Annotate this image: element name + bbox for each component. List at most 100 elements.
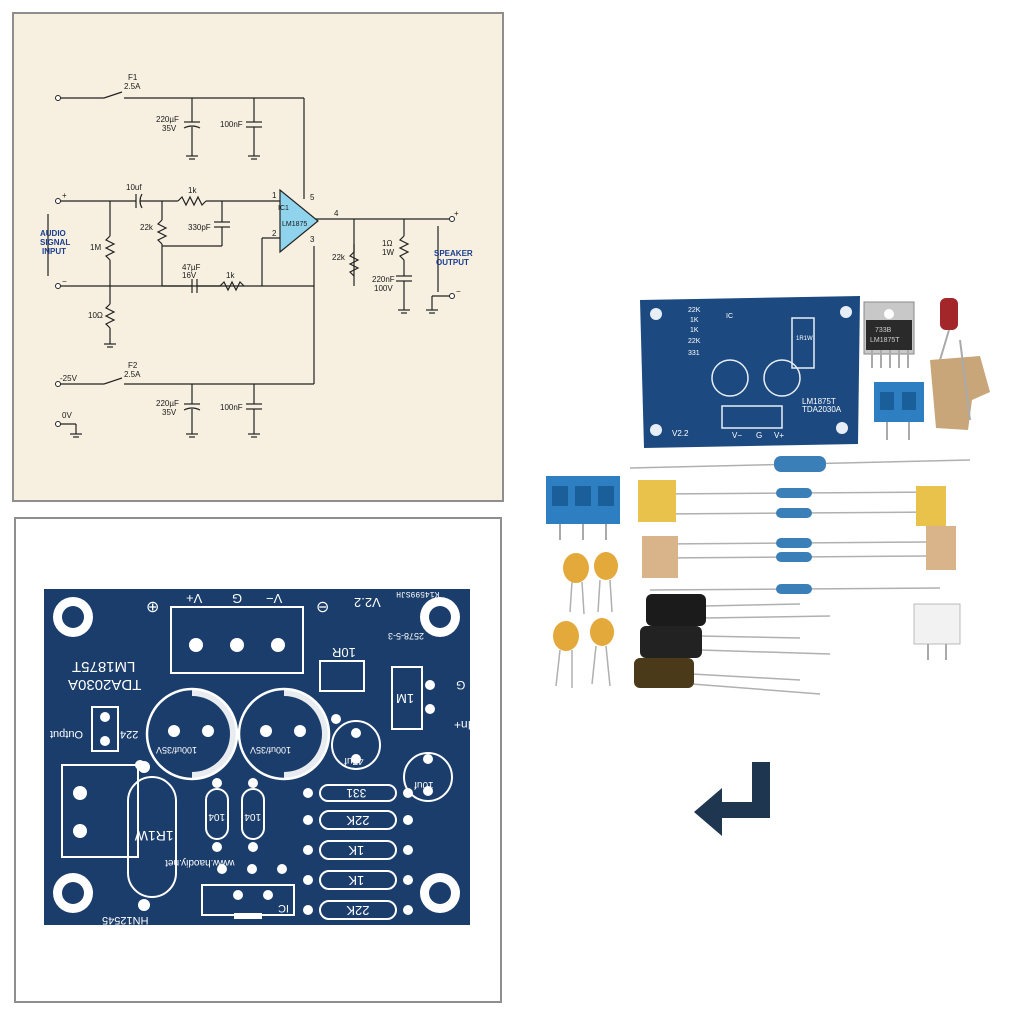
label-220n: 220nF bbox=[372, 275, 395, 284]
pcb-panel: ⊕ ⊖ V+ G V− V2.2 K14599SJH LM1875T TDA20… bbox=[14, 517, 502, 1003]
ic-symbol bbox=[279, 188, 319, 254]
pcb-vplus: V+ bbox=[186, 591, 202, 606]
kit-ceramic-caps bbox=[553, 552, 618, 651]
label-1m: 1M bbox=[90, 243, 101, 252]
label-f1-rating: 2.5A bbox=[124, 82, 141, 91]
label-330p: 330pF bbox=[188, 223, 211, 232]
pcb-r10r: 10R bbox=[332, 645, 356, 660]
label-pin5: 5 bbox=[310, 193, 315, 202]
kit-ic-marking: LM1875T bbox=[870, 337, 900, 344]
label-audio-2: SIGNAL bbox=[40, 238, 70, 247]
pcb-ic-label: IC bbox=[278, 902, 289, 914]
kit-white-connector bbox=[913, 603, 961, 645]
label-pin4: 4 bbox=[334, 209, 339, 218]
label-22k-in: 22k bbox=[140, 223, 154, 232]
pcb-code: K14599SJH bbox=[396, 589, 439, 598]
kit-label-ic: IC bbox=[726, 313, 733, 320]
pcb-date: 2578-5-3 bbox=[388, 631, 424, 641]
pcb-r224: 224 bbox=[120, 728, 138, 740]
pcb-g: G bbox=[232, 591, 242, 606]
label-f2: F2 bbox=[128, 361, 138, 370]
label-35v-bottom: 35V bbox=[162, 408, 177, 417]
label-speaker-1: SPEAKER bbox=[434, 249, 473, 258]
label-speaker-2: OUTPUT bbox=[436, 258, 469, 267]
pcb-c10: 10uf bbox=[414, 779, 434, 790]
kit-label-1r1w: 1R1W bbox=[796, 336, 813, 342]
kit-ic-code: 733B bbox=[875, 327, 892, 334]
label-100v: 100V bbox=[374, 284, 393, 293]
pcb-output: Output bbox=[50, 728, 83, 740]
label-neg-supply: -25V bbox=[60, 374, 78, 383]
label-ic-part: LM1875 bbox=[282, 221, 307, 228]
pcb-in-plus: In+ bbox=[454, 718, 471, 732]
pcb-minus: ⊖ bbox=[316, 598, 329, 615]
pcb-r22k-a: 22K bbox=[346, 813, 369, 828]
pcb-cap1: 100uf/35V bbox=[156, 745, 197, 755]
label-f2-rating: 2.5A bbox=[124, 370, 141, 379]
kit-label-1k-b: 1K bbox=[690, 327, 699, 334]
kit-pcb bbox=[640, 296, 860, 448]
kit-label-v22: V2.2 bbox=[672, 429, 689, 438]
label-audio-3: INPUT bbox=[42, 247, 66, 256]
pcb-r1k-b: 1K bbox=[348, 873, 364, 888]
pcb-r22k-b: 22K bbox=[346, 903, 369, 918]
label-22k-out: 22k bbox=[332, 253, 346, 262]
pcb-vminus: V− bbox=[266, 591, 282, 606]
pcb-c104b: 104 bbox=[244, 811, 261, 822]
pcb-r331: 331 bbox=[346, 786, 366, 800]
label-1k-fb: 1k bbox=[226, 271, 235, 280]
pcb-ic-name1: LM1875T bbox=[72, 658, 135, 675]
schematic-panel: F1 2.5A 220µF 35V 100nF 10uf 1k 22k 330p… bbox=[12, 12, 504, 502]
kit-tape-piece bbox=[930, 356, 990, 430]
kit-ic-tab bbox=[863, 301, 915, 355]
kit-label-tda2030a: TDA2030A bbox=[802, 405, 842, 414]
kit-power-resistor bbox=[940, 298, 958, 330]
kit-label-lm1875t: LM1875T bbox=[802, 397, 836, 406]
label-ic-ref: IC1 bbox=[278, 205, 289, 212]
kit-label-vminus: V− bbox=[732, 431, 742, 440]
pcb-ic-name2: TDA2030A bbox=[68, 676, 141, 693]
label-out-minus: − bbox=[456, 287, 461, 296]
label-in-plus: + bbox=[62, 191, 67, 200]
pcb-c104a: 104 bbox=[208, 811, 225, 822]
label-10ohm: 10Ω bbox=[88, 311, 103, 320]
label-16v: 16V bbox=[182, 271, 197, 280]
pcb-website: www.haodiy.net bbox=[165, 857, 236, 868]
kit-label-vplus: V+ bbox=[774, 431, 784, 440]
pcb-c47: 47uf bbox=[344, 755, 364, 766]
kit-label-22k-b: 22K bbox=[688, 338, 701, 345]
label-pin2: 2 bbox=[272, 229, 277, 238]
label-audio-1: AUDIO bbox=[40, 229, 66, 238]
label-35v-top: 35V bbox=[162, 124, 177, 133]
pcb-r1r1w: 1R1W bbox=[134, 828, 174, 844]
kit-label-g: G bbox=[756, 431, 762, 440]
pcb-board-id: HN12545 bbox=[102, 914, 148, 926]
label-f1: F1 bbox=[128, 73, 138, 82]
label-47u: 47µF bbox=[182, 263, 201, 272]
label-100n-top: 100nF bbox=[220, 120, 243, 129]
label-1k-top: 1k bbox=[188, 186, 197, 195]
kit-electrolytic-caps bbox=[634, 594, 706, 688]
label-pin1: 1 bbox=[272, 191, 277, 200]
pcb-in-g: G bbox=[456, 678, 465, 692]
kit-label-1k-a: 1K bbox=[690, 317, 699, 324]
kit-terminal-2pin bbox=[874, 382, 924, 422]
pcb-r1m: 1M bbox=[396, 691, 414, 706]
pcb-r1k-a: 1K bbox=[348, 843, 364, 858]
label-out-plus: + bbox=[454, 209, 459, 218]
pcb-version: V2.2 bbox=[354, 595, 381, 610]
schematic-diagram: F1 2.5A 220µF 35V 100nF 10uf 1k 22k 330p… bbox=[40, 73, 473, 438]
kit-terminal-3pin bbox=[546, 476, 620, 524]
label-100n-bottom: 100nF bbox=[220, 403, 243, 412]
label-0v: 0V bbox=[62, 411, 72, 420]
label-10uf: 10uf bbox=[126, 183, 142, 192]
label-220u-top: 220µF bbox=[156, 115, 179, 124]
label-220u-bottom: 220µF bbox=[156, 399, 179, 408]
pcb-cap2: 100uf/35V bbox=[250, 745, 291, 755]
kit-label-22k: 22K bbox=[688, 307, 701, 314]
label-1w: 1W bbox=[382, 248, 394, 257]
return-arrow-icon bbox=[694, 762, 770, 836]
label-in-minus: − bbox=[62, 277, 67, 286]
kit-resistors bbox=[774, 456, 826, 594]
label-pin3: 3 bbox=[310, 235, 315, 244]
